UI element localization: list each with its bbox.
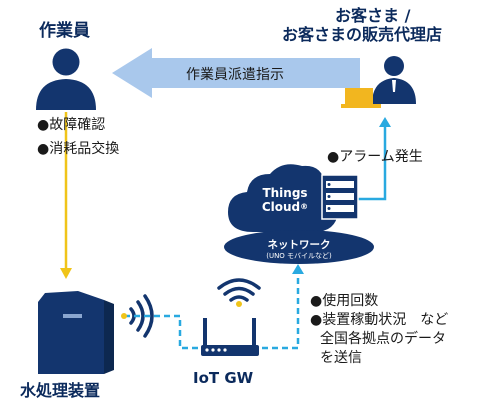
cloud-registered-mark: ® bbox=[300, 202, 309, 211]
gateway-signal-icon bbox=[217, 278, 261, 302]
cloud-to-customer-arrowhead bbox=[379, 117, 391, 127]
data-items-line4: を送信 bbox=[320, 350, 362, 366]
data-items-line1: ●使用回数 bbox=[310, 293, 379, 309]
cloud-label-line1: Things bbox=[262, 186, 308, 200]
data-items-line2: ●装置稼動状況 など bbox=[310, 312, 449, 328]
customer-person-icon bbox=[372, 56, 416, 104]
alarm-label: ●アラーム発生 bbox=[327, 149, 423, 165]
server-icon bbox=[321, 174, 359, 220]
cloud-to-customer-line bbox=[357, 126, 387, 201]
worker-title: 作業員 bbox=[39, 21, 90, 41]
worker-person-icon bbox=[36, 48, 96, 110]
gateway-label: IoT GW bbox=[193, 369, 254, 387]
laptop-icon bbox=[341, 88, 381, 108]
data-items-line3: 全国各拠点のデータ bbox=[320, 331, 446, 347]
worker-task-2: ●消耗品交換 bbox=[37, 141, 120, 157]
worker-to-device-arrowhead bbox=[60, 268, 72, 279]
water-treatment-device-icon bbox=[38, 291, 114, 374]
gateway-signal-dot bbox=[236, 301, 242, 307]
dispatch-arrow-label: 作業員派遣指示 bbox=[186, 67, 284, 83]
network-ellipse bbox=[224, 230, 374, 264]
cloud-label: Things Cloud® bbox=[247, 186, 323, 214]
worker-task-1: ●故障確認 bbox=[37, 117, 106, 133]
device-to-network-arrowhead bbox=[292, 264, 304, 274]
network-sublabel: (UNO モバイルなど) bbox=[266, 252, 332, 260]
network-label: ネットワーク bbox=[267, 239, 331, 251]
device-label: 水処理装置 bbox=[20, 381, 101, 400]
iot-gateway-icon bbox=[201, 318, 259, 356]
cloud-label-line2: Cloud bbox=[261, 200, 301, 214]
cloud-label-line2-wrap: Cloud® bbox=[247, 200, 323, 214]
device-connection-dot bbox=[121, 313, 127, 319]
customer-title-line2: お客さまの販売代理店 bbox=[282, 25, 443, 44]
device-to-network-dashed-line bbox=[124, 272, 300, 350]
dispatch-arrow bbox=[112, 48, 360, 98]
customer-title-line1: お客さま / bbox=[335, 6, 411, 25]
cloud-shape bbox=[228, 164, 339, 232]
